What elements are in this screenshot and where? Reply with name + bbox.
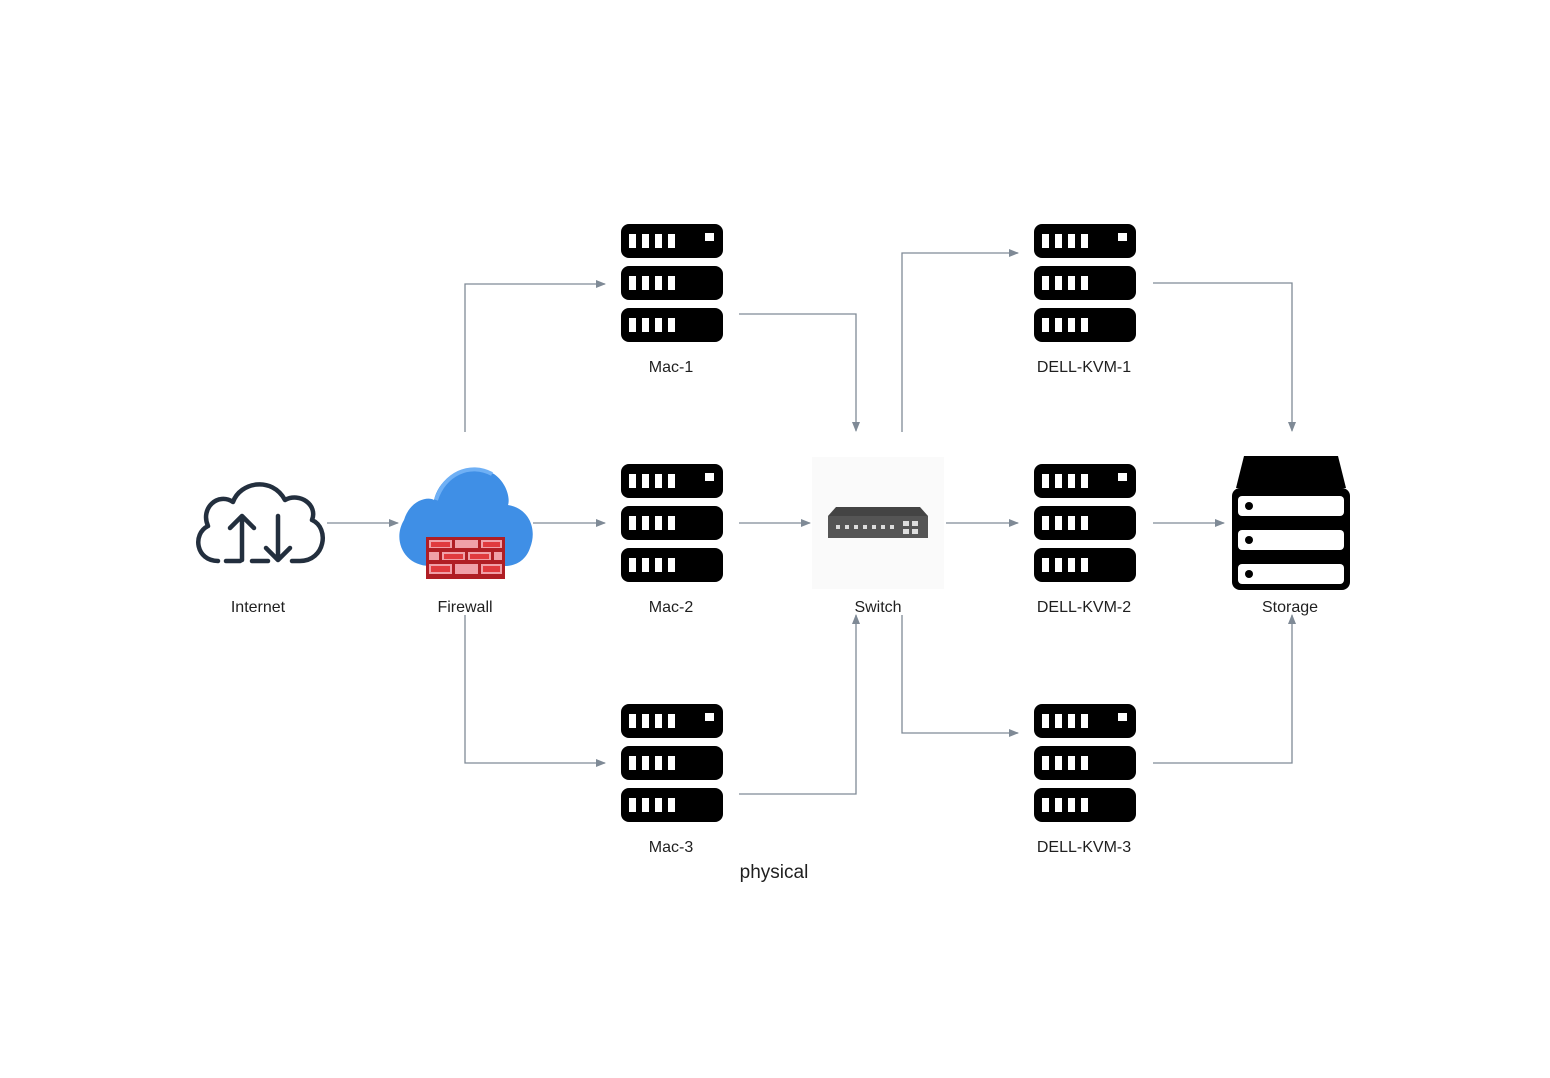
node-dell-kvm-3-label: DELL-KVM-3	[1037, 839, 1131, 856]
cloud-upload-download-icon	[196, 482, 325, 564]
firewall-icon	[399, 467, 533, 579]
node-internet-label: Internet	[231, 599, 286, 616]
edge-kvm3-storage	[1153, 614, 1296, 764]
server-rack-icon	[1034, 224, 1136, 342]
server-rack-icon	[621, 704, 723, 822]
node-dell-kvm-1[interactable]: DELL-KVM-1	[1034, 224, 1136, 376]
node-mac-2[interactable]: Mac-2	[621, 464, 723, 616]
edge-firewall-mac1	[464, 280, 606, 432]
edge-mac3-switch	[739, 614, 860, 795]
node-mac-3-label: Mac-3	[649, 839, 694, 856]
node-dell-kvm-1-label: DELL-KVM-1	[1037, 359, 1131, 376]
edge-switch-kvm1	[901, 249, 1019, 432]
server-rack-icon	[621, 224, 723, 342]
node-mac-1-label: Mac-1	[649, 359, 694, 376]
node-switch-label: Switch	[854, 599, 901, 616]
node-internet[interactable]: Internet	[196, 482, 325, 616]
node-dell-kvm-3[interactable]: DELL-KVM-3	[1034, 704, 1136, 856]
server-rack-icon	[621, 464, 723, 582]
edge-mac1-switch	[739, 313, 860, 432]
network-switch-icon	[812, 457, 944, 589]
node-storage[interactable]: Storage	[1232, 456, 1350, 616]
node-mac-3[interactable]: Mac-3	[621, 704, 723, 856]
server-rack-icon	[1034, 704, 1136, 822]
server-rack-icon	[1034, 464, 1136, 582]
node-mac-2-label: Mac-2	[649, 599, 694, 616]
node-dell-kvm-2-label: DELL-KVM-2	[1037, 599, 1131, 616]
edges	[327, 249, 1296, 795]
storage-icon	[1232, 456, 1350, 590]
node-switch[interactable]: Switch	[812, 457, 944, 616]
edge-switch-kvm3	[901, 615, 1019, 737]
edge-kvm1-storage	[1153, 282, 1296, 432]
node-mac-1[interactable]: Mac-1	[621, 224, 723, 376]
diagram-caption: physical	[740, 862, 809, 883]
node-firewall[interactable]: Firewall	[399, 467, 533, 616]
edge-firewall-mac3	[464, 615, 606, 767]
node-storage-label: Storage	[1262, 599, 1318, 616]
node-firewall-label: Firewall	[437, 599, 492, 616]
node-dell-kvm-2[interactable]: DELL-KVM-2	[1034, 464, 1136, 616]
